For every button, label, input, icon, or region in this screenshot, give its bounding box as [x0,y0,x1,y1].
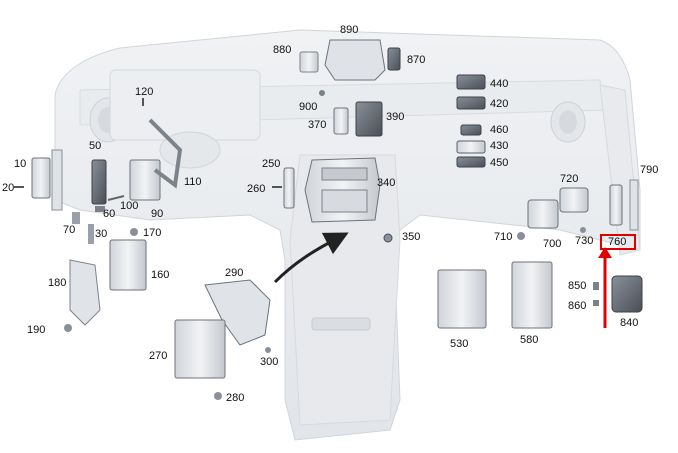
callout-290[interactable]: 290 [225,267,244,279]
callout-90[interactable]: 90 [151,208,164,220]
callout-60[interactable]: 60 [103,208,116,220]
callout-160[interactable]: 160 [151,269,170,281]
parts-layer [14,39,643,400]
part-280 [214,392,222,400]
callout-420[interactable]: 420 [490,98,509,110]
part-440 [456,74,486,90]
part-450 [456,156,486,168]
part-270 [174,319,226,379]
callout-10[interactable]: 10 [14,158,27,170]
callout-450[interactable]: 450 [490,157,509,169]
part-880 [299,51,319,73]
callout-250[interactable]: 250 [262,158,281,170]
callout-100[interactable]: 100 [120,200,139,212]
callout-530[interactable]: 530 [450,338,469,350]
part-430 [456,140,486,154]
part-90 [129,159,161,201]
callout-860[interactable]: 860 [568,300,587,312]
callout-120[interactable]: 120 [135,86,154,98]
callout-370[interactable]: 370 [308,119,327,131]
part-370 [333,107,349,135]
part-730 [580,227,586,233]
selected-part-highlight[interactable] [600,234,636,250]
part-350 [383,233,393,243]
part-420 [456,96,486,110]
callout-850[interactable]: 850 [568,280,587,292]
part-300 [265,347,271,353]
callout-300[interactable]: 300 [260,356,279,368]
part-100 [107,195,125,201]
part-890 [324,39,386,81]
callout-720[interactable]: 720 [560,173,579,185]
callout-340[interactable]: 340 [377,177,396,189]
callout-710[interactable]: 710 [494,231,513,243]
callout-190[interactable]: 190 [27,324,46,336]
callout-580[interactable]: 580 [520,334,539,346]
part-70 [72,212,80,224]
part-860 [593,300,599,306]
part-840 [611,275,643,313]
callout-840[interactable]: 840 [620,317,639,329]
part-60 [95,206,105,212]
callout-430[interactable]: 430 [490,140,509,152]
part-710 [517,232,525,240]
part-170 [130,228,138,236]
callout-390[interactable]: 390 [386,111,405,123]
callout-460[interactable]: 460 [490,124,509,136]
callout-170[interactable]: 170 [143,227,162,239]
callout-50[interactable]: 50 [89,140,102,152]
part-790 [629,179,639,231]
part-850 [593,282,599,290]
callout-730[interactable]: 730 [575,235,594,247]
part-460 [460,124,482,136]
callout-110[interactable]: 110 [184,176,202,188]
callout-790[interactable]: 790 [640,164,659,176]
part-180 [69,259,101,326]
callout-900[interactable]: 900 [299,101,318,113]
callout-30[interactable]: 30 [95,228,108,240]
part-900 [319,90,325,96]
part-580 [511,261,553,329]
part-50 [91,159,107,205]
callout-760[interactable]: 760 [608,236,627,248]
callout-70[interactable]: 70 [63,224,76,236]
callout-880[interactable]: 880 [273,44,292,56]
callout-20[interactable]: 20 [2,182,15,194]
indicator-arrow [273,232,349,284]
part-530 [437,269,487,329]
part-870 [387,47,401,71]
part-110 [148,118,183,189]
callout-440[interactable]: 440 [490,78,509,90]
callout-890[interactable]: 890 [340,24,359,36]
part-10 [31,157,51,199]
callout-350[interactable]: 350 [402,231,421,243]
callout-260[interactable]: 260 [247,183,266,195]
part-760 [609,184,623,226]
callout-870[interactable]: 870 [407,54,426,66]
callout-270[interactable]: 270 [149,350,168,362]
part-30 [88,224,94,244]
part-190 [64,324,72,332]
callout-700[interactable]: 700 [543,238,562,250]
part-390 [355,101,383,137]
part-720 [559,187,589,213]
part-250 [283,167,295,209]
selection-arrow-head [598,247,612,258]
callout-180[interactable]: 180 [48,277,67,289]
part-700 [527,199,559,229]
part-160 [109,239,147,291]
callout-280[interactable]: 280 [226,392,245,404]
